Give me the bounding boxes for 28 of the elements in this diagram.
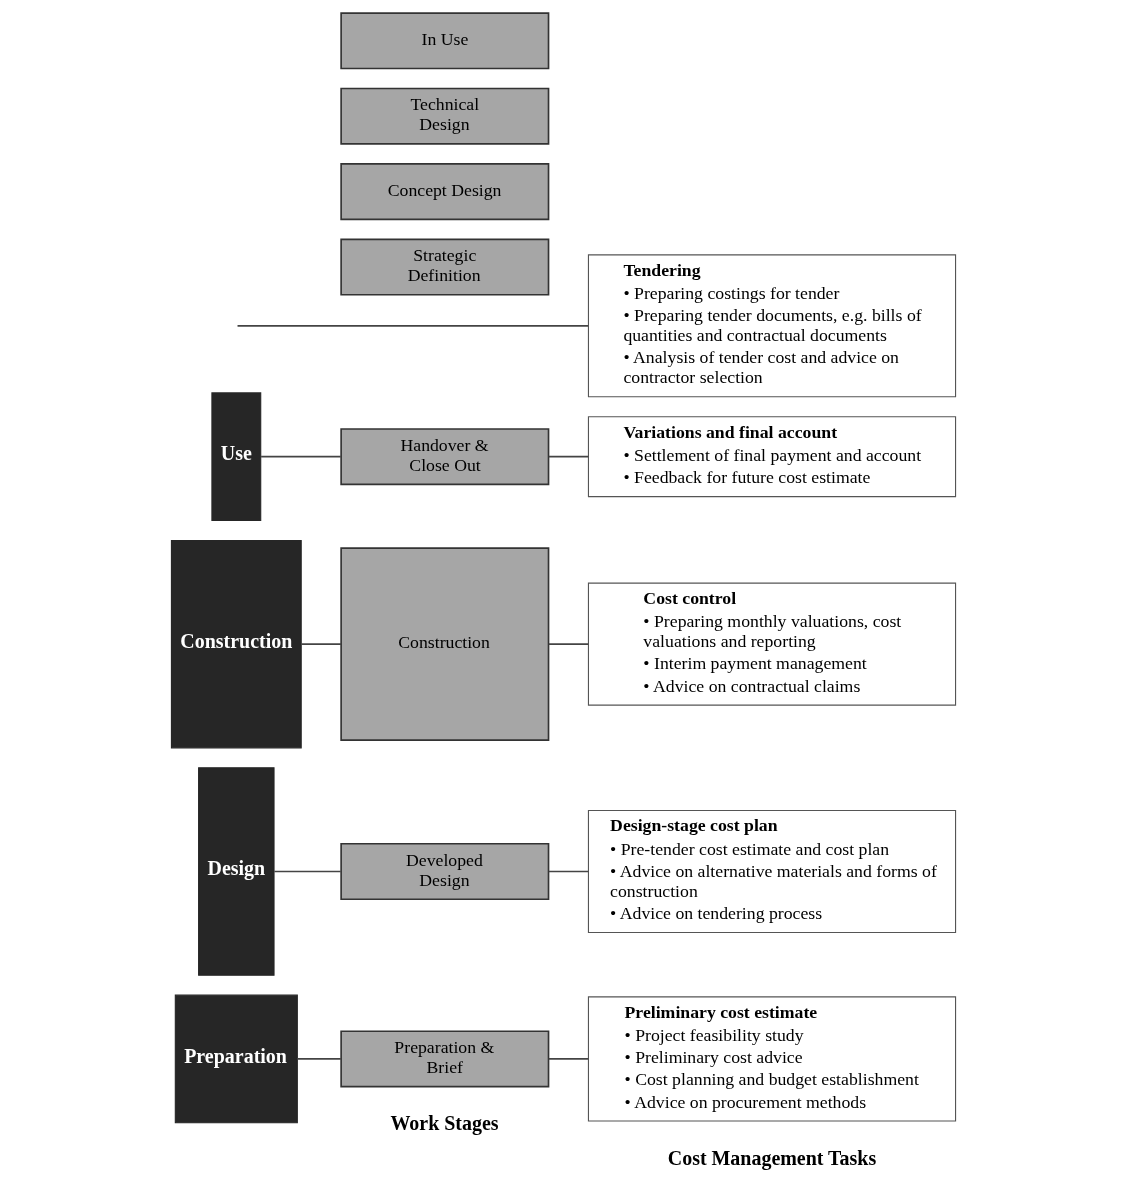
connector [236, 325, 590, 327]
connector [547, 455, 590, 458]
label: Cost Management Tasks [667, 1146, 877, 1169]
node-box: Construction [340, 547, 550, 741]
node-box: Design [198, 767, 275, 976]
node-box: Design-stage cost plan • Pre-tender cost estimate and cost plan • Advice on alternative materials and forms of construction • Advice on tendering process [587, 809, 957, 934]
connector [273, 870, 342, 873]
node-box: Construction [170, 539, 302, 749]
node-box: Technical Design [340, 87, 550, 145]
connector [547, 870, 590, 873]
label: Work Stages [390, 1112, 499, 1135]
node-box: Preliminary cost estimate • Project feasibility study • Preliminary cost advice • Cost planning and budget establishment • Advice on procurement methods [587, 996, 957, 1122]
node-box: Tendering • Preparing costings for tender • Preparing tender documents, e.g. bills of quantities and contractual documents • Analysis of tender cost and advice on contractor selection [587, 254, 957, 398]
node-box: Variations and final account • Settlement of final payment and account • Feedback for future cost estimate [587, 416, 957, 498]
connector [260, 455, 342, 458]
node-box: In Use [340, 12, 550, 70]
node-box: Developed Design [340, 842, 550, 901]
connector [547, 643, 590, 645]
node-box: Concept Design [340, 163, 550, 221]
node-box: Strategic Definition [340, 238, 550, 296]
connector [296, 1058, 342, 1060]
connector [547, 1058, 590, 1060]
connector [300, 643, 342, 645]
node-box: Cost control • Preparing monthly valuations, cost valuations and reporting • Interim payment management • Advice on contractual claims [587, 582, 957, 706]
node-box: Use [211, 392, 262, 522]
node-box: Preparation [174, 994, 298, 1124]
node-box: Preparation & Brief [340, 1030, 550, 1088]
node-box: Handover & Close Out [340, 428, 550, 486]
